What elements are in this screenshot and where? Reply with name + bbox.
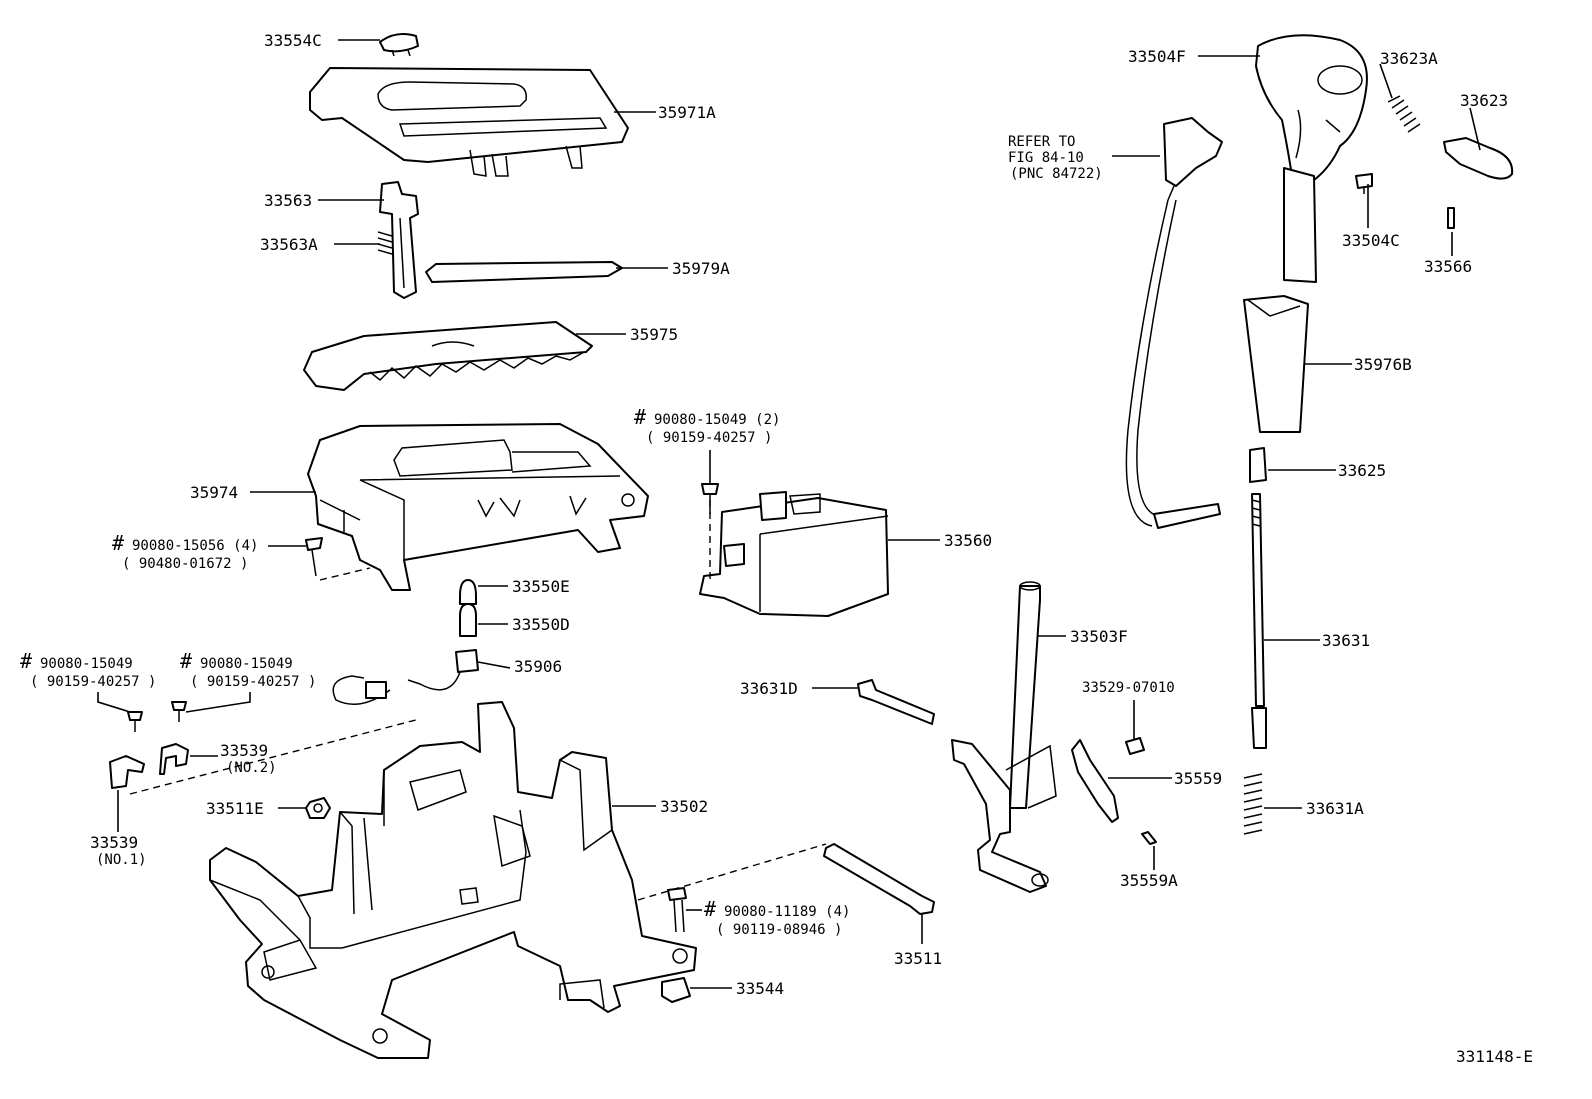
label-33511: 33511 <box>894 949 942 968</box>
hash-mark-4: # <box>704 897 716 921</box>
dash-pin-33511 <box>637 843 827 901</box>
part-33623-push-button <box>1443 137 1514 180</box>
label-bolt2-line2: ( 90159-40257 ) <box>30 674 156 690</box>
label-33566: 33566 <box>1424 257 1472 276</box>
label-bolt1-line2: ( 90480-01672 ) <box>122 556 248 572</box>
label-bolt4-line1: 90080-11189 (4) <box>724 904 850 920</box>
label-33631D: 33631D <box>740 679 798 698</box>
part-33511E-nut <box>305 797 331 819</box>
label-35559A: 35559A <box>1120 871 1178 890</box>
bolt-90080-15049-2 <box>701 483 719 514</box>
label-33560: 33560 <box>944 531 992 550</box>
part-33539-no2-bracket <box>159 743 189 775</box>
label-33511E: 33511E <box>206 799 264 818</box>
label-35971A: 35971A <box>658 103 716 122</box>
part-35559A-pin <box>1141 831 1157 845</box>
part-33504C-screw <box>1355 173 1373 194</box>
dash-bolt-35974 <box>319 567 371 581</box>
part-33544-collar <box>661 977 691 1003</box>
part-33625-collar <box>1249 447 1267 483</box>
part-33529-bolt <box>1125 737 1145 755</box>
part-35975-dust-cover <box>303 321 593 391</box>
part-35976B-lever-sleeve <box>1243 295 1309 433</box>
label-33625: 33625 <box>1338 461 1386 480</box>
label-33631A: 33631A <box>1306 799 1364 818</box>
hash-mark-5: # <box>634 405 646 429</box>
label-35559: 35559 <box>1174 769 1222 788</box>
label-35976B: 35976B <box>1354 355 1412 374</box>
label-33529-07010: 33529-07010 <box>1082 680 1175 696</box>
part-33563-shift-lock-lever <box>379 181 419 299</box>
label-33554C: 33554C <box>264 31 322 50</box>
hash-mark-3: # <box>180 649 192 673</box>
part-33550D-socket <box>459 603 477 637</box>
part-33502-shift-lever-base <box>209 701 697 1059</box>
label-bolt3-line2: ( 90159-40257 ) <box>190 674 316 690</box>
label-33631: 33631 <box>1322 631 1370 650</box>
part-35971A-indicator-plate <box>309 67 629 177</box>
label-35975: 35975 <box>630 325 678 344</box>
part-35906-wire-harness <box>332 649 479 705</box>
label-33550E: 33550E <box>512 577 570 596</box>
leader-lines <box>97 39 1481 989</box>
bolt-90080-15049-left <box>127 711 143 732</box>
label-bolt5-line1: 90080-15049 (2) <box>654 412 780 428</box>
label-bolt3-line1: 90080-15049 <box>200 656 293 672</box>
label-33623A: 33623A <box>1380 49 1438 68</box>
part-35974-upper-housing <box>307 423 649 591</box>
part-35979A-slide-plate <box>425 261 623 283</box>
part-33560-control-unit <box>699 491 889 617</box>
label-33502: 33502 <box>660 797 708 816</box>
part-labels: 33554C 35971A 33563 33563A 35979A 35975 … <box>20 31 1533 1066</box>
part-33550E-bulb <box>459 579 477 605</box>
label-refer-line3: (PNC 84722) <box>1010 166 1103 182</box>
label-33539-no2-a: 33539 <box>220 741 268 760</box>
part-33511-pin <box>823 843 935 915</box>
label-33563A: 33563A <box>260 235 318 254</box>
bolt-90080-11189 <box>667 887 687 933</box>
label-33539-no1-a: 33539 <box>90 833 138 852</box>
part-33623A-spring <box>1387 95 1421 133</box>
label-bolt5-line2: ( 90159-40257 ) <box>646 430 772 446</box>
label-33623: 33623 <box>1460 91 1508 110</box>
bolt-90080-15056 <box>305 537 323 577</box>
dash-brackets <box>129 719 417 795</box>
label-33504C: 33504C <box>1342 231 1400 250</box>
part-33631D-pin <box>857 679 935 725</box>
shift-lock-cable <box>1125 117 1223 529</box>
part-33563A-spring <box>377 231 393 255</box>
label-35974: 35974 <box>190 483 238 502</box>
part-33539-no1-bracket <box>109 755 145 789</box>
part-33554C-cap <box>379 33 419 57</box>
figure-id: 331148-E <box>1456 1047 1533 1066</box>
label-bolt4-line2: ( 90119-08946 ) <box>716 922 842 938</box>
label-35979A: 35979A <box>672 259 730 278</box>
label-bolt1-line1: 90080-15056 (4) <box>132 538 258 554</box>
label-refer-line1: REFER TO <box>1008 134 1075 150</box>
label-bolt2-line1: 90080-15049 <box>40 656 133 672</box>
label-33544: 33544 <box>736 979 784 998</box>
part-33631-rod <box>1251 493 1267 749</box>
hash-mark-1: # <box>112 531 124 555</box>
label-33550D: 33550D <box>512 615 570 634</box>
label-33539-no1-b: (NO.1) <box>96 852 147 868</box>
label-33504F: 33504F <box>1128 47 1186 66</box>
part-35559-pawl <box>1071 739 1119 823</box>
label-33503F: 33503F <box>1070 627 1128 646</box>
label-35906: 35906 <box>514 657 562 676</box>
label-33539-no2-b: (NO.2) <box>226 760 277 776</box>
part-33566-pin <box>1447 207 1455 229</box>
label-refer-line2: FIG 84-10 <box>1008 150 1084 166</box>
hash-mark-2: # <box>20 649 32 673</box>
label-33563: 33563 <box>264 191 312 210</box>
part-33504F-shift-knob <box>1255 34 1368 283</box>
part-33631A-spring <box>1243 773 1263 835</box>
part-33503F-shift-lever <box>951 581 1057 893</box>
bolt-90080-15049-middle <box>171 701 187 722</box>
